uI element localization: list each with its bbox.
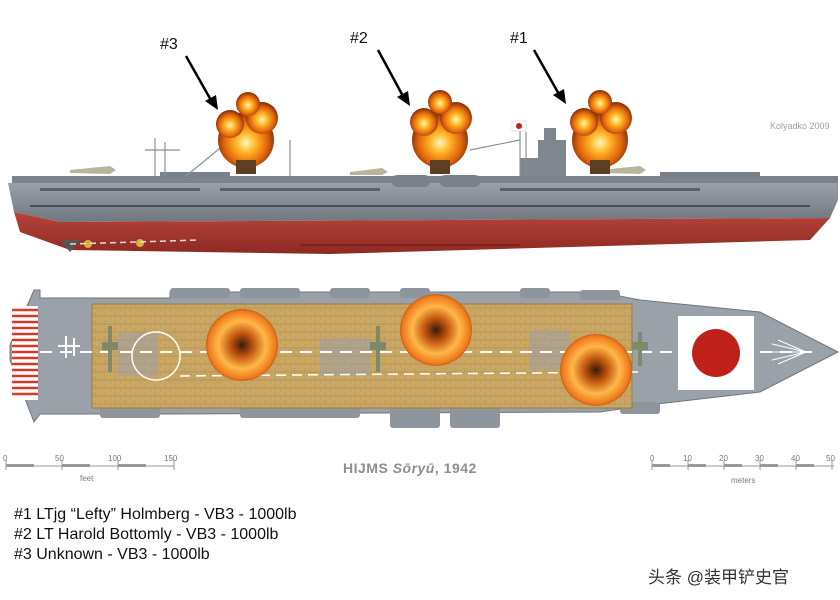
callout-arrows xyxy=(184,49,566,110)
scale-meters-tick: 10 xyxy=(683,454,692,463)
scale-meters-tick: 0 xyxy=(650,454,655,463)
scale-meters-unit: meters xyxy=(731,476,756,485)
watermark: 头条 @装甲铲史官 xyxy=(648,568,789,587)
bow-marking-icon xyxy=(766,339,807,365)
callout-label-3: #3 xyxy=(160,36,178,53)
scale-meters-tick: 30 xyxy=(755,454,764,463)
scale-bar-meters xyxy=(651,460,834,470)
plan-view xyxy=(9,288,840,428)
explosion-profile-1 xyxy=(570,90,632,174)
scale-feet-tick: 150 xyxy=(164,454,178,463)
artist-credit: Kolyadko 2009 xyxy=(770,121,830,131)
stern-stripes xyxy=(12,306,38,400)
aircraft-topview xyxy=(102,326,648,372)
scale-meters-tick: 20 xyxy=(719,454,728,463)
explosion-plan-2 xyxy=(400,294,472,366)
scale-feet-tick: 0 xyxy=(3,454,8,463)
profile-view xyxy=(8,49,838,254)
explosion-profile-2 xyxy=(410,90,472,174)
hinomaru-icon xyxy=(692,329,740,377)
legend-item-1: #1 LTjg “Lefty” Holmberg - VB3 - 1000lb xyxy=(14,506,297,523)
naval-ensign-icon xyxy=(511,120,527,132)
scale-feet-unit: feet xyxy=(80,474,94,483)
ship-title: HIJMS Sōryū, 1942 xyxy=(343,460,477,476)
aircraft-profile xyxy=(70,166,646,175)
callout-label-1: #1 xyxy=(510,30,528,47)
explosion-plan-1 xyxy=(560,334,632,406)
scale-feet-tick: 50 xyxy=(55,454,64,463)
hit-legend: #1 LTjg “Lefty” Holmberg - VB3 - 1000lb … xyxy=(14,505,297,565)
callout-label-2: #2 xyxy=(350,30,368,47)
legend-item-3: #3 Unknown - VB3 - 1000lb xyxy=(14,546,210,563)
legend-item-2: #2 LT Harold Bottomly - VB3 - 1000lb xyxy=(14,526,279,543)
scale-meters-tick: 40 xyxy=(791,454,800,463)
scale-feet-tick: 100 xyxy=(108,454,122,463)
explosion-plan-3 xyxy=(206,309,278,381)
scale-meters-tick: 50 xyxy=(826,454,835,463)
scale-bar-feet xyxy=(5,460,175,470)
island-structure xyxy=(520,128,566,176)
explosion-profile-3 xyxy=(216,92,278,174)
